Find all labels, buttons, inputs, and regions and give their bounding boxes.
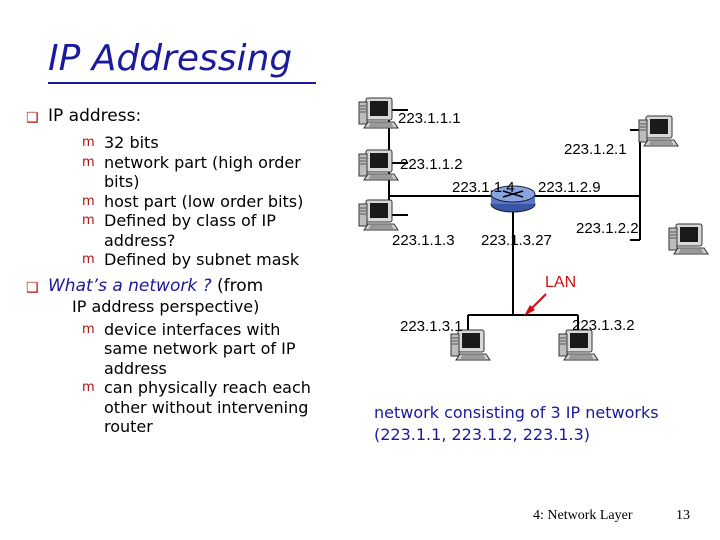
caption-line: network consisting of 3 IP networks: [374, 403, 659, 422]
sub-bullet-text: 32 bits: [104, 133, 159, 152]
page-number: 13: [676, 508, 690, 523]
ip-label: 223.1.1.4: [452, 179, 515, 196]
sub-bullet: m device interfaces with same network pa…: [26, 320, 326, 379]
ip-label: 223.1.1.1: [398, 110, 461, 127]
computer-icon: [558, 329, 599, 361]
router-icon: [490, 185, 536, 213]
bullet-list: ❑ IP address: m 32 bits m network part (…: [26, 106, 326, 437]
bullet-continuation: IP address perspective): [72, 296, 260, 316]
diagram-caption: network consisting of 3 IP networks (223…: [374, 402, 704, 446]
sub-bullet-text: router: [104, 417, 153, 436]
sub-bullet-text: Defined by class of IP: [104, 211, 276, 230]
sub-bullet-marker-icon: m: [82, 213, 95, 228]
ip-label: 223.1.3.27: [481, 232, 552, 249]
sub-bullet-text: network part (high order: [104, 152, 301, 172]
sub-bullet-marker-icon: m: [82, 135, 95, 150]
sub-bullet: m host part (low order bits): [26, 192, 326, 212]
caption-line: (223.1.1, 223.1.2, 223.1.3): [374, 425, 591, 444]
bullet-text: (from: [211, 275, 264, 296]
sub-bullet-text: Defined by subnet mask: [104, 250, 300, 269]
computer-icon: [638, 115, 679, 147]
sub-bullet: m 32 bits: [26, 133, 326, 153]
sub-bullet-text: bits): [104, 172, 140, 191]
ip-label: 223.1.1.2: [400, 156, 463, 173]
computer-icon: [358, 97, 399, 129]
computer-icon: [358, 199, 399, 231]
sub-bullet: m can physically reach each other withou…: [26, 378, 326, 437]
sub-bullet-text: address?: [104, 230, 176, 250]
sub-bullet-text: host part (low order bits): [104, 191, 304, 211]
bullet-whats-a-network: ❑ What’s a network ? (from: [26, 276, 326, 297]
sub-bullet-text: other without intervening: [104, 397, 309, 417]
ip-label: 223.1.2.1: [564, 141, 627, 158]
bullet-text: IP address:: [48, 106, 142, 126]
computer-icon: [358, 149, 399, 181]
ip-label: 223.1.2.2: [576, 220, 639, 237]
ip-label: 223.1.2.9: [538, 179, 601, 196]
lan-arrow-head: [524, 305, 535, 316]
bullet-italic-text: What’s a network ?: [48, 275, 212, 296]
sub-bullet: m Defined by class of IP address?: [26, 211, 326, 250]
footer-chapter: 4: Network Layer: [533, 508, 633, 523]
sub-bullet-marker-icon: m: [82, 252, 95, 267]
bullet-marker-icon: ❑: [26, 279, 39, 296]
sub-bullet-text: can physically reach each: [104, 378, 311, 397]
sub-bullet-text: device interfaces with: [104, 319, 281, 339]
ip-label: 223.1.3.1: [400, 318, 463, 335]
lan-label: LAN: [545, 274, 577, 291]
bullet-ip-address: ❑ IP address:: [26, 106, 326, 127]
ip-label: 223.1.3.2: [572, 317, 635, 334]
sub-bullet-marker-icon: m: [82, 380, 95, 395]
bullet-marker-icon: ❑: [26, 110, 39, 126]
slide-title: IP Addressing: [48, 38, 293, 79]
sub-bullet-marker-icon: m: [82, 321, 95, 337]
computer-icon: [668, 223, 709, 255]
title-underline: [48, 82, 316, 84]
sub-bullet-text: same network part of IP: [104, 339, 296, 358]
sub-bullet: m network part (high order bits): [26, 153, 326, 192]
sub-bullet: m Defined by subnet mask: [26, 250, 326, 270]
sub-bullet-marker-icon: m: [82, 154, 95, 170]
ip-label: 223.1.1.3: [392, 232, 455, 249]
sub-bullet-marker-icon: m: [82, 193, 95, 209]
sub-bullet-text: address: [104, 358, 167, 378]
